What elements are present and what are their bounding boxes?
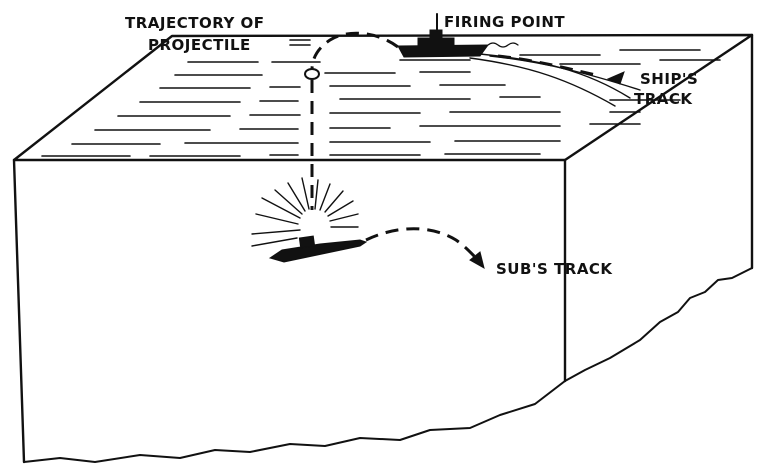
subs-track-arrow: [469, 251, 485, 270]
explosion-burst: [251, 177, 359, 247]
submarine-conning-tower: [298, 235, 316, 249]
water-line: [41, 153, 541, 157]
ships-track: [497, 54, 625, 85]
subs-track-dashes: [365, 227, 478, 260]
water-line: [399, 49, 701, 61]
projectile-trajectory: [304, 31, 399, 210]
water-line: [559, 59, 721, 65]
label-subs-track: SUB'S TRACK: [496, 260, 613, 278]
label-ships-track-line1: SHIP'S: [640, 70, 698, 88]
ships-track-arrow: [606, 71, 625, 85]
ocean-block: [12, 33, 754, 464]
water-line: [609, 99, 681, 113]
water-surface-lines: [41, 49, 721, 157]
water-line: [71, 140, 561, 145]
label-ships-track-line2: TRACK: [634, 90, 693, 108]
splash-ring: [304, 68, 320, 80]
block-bottom-edge: [23, 267, 753, 463]
submarine: [268, 235, 368, 263]
subs-track: [365, 227, 485, 270]
submarine-hull: [268, 239, 368, 263]
ship-hull: [397, 44, 489, 58]
water-line: [174, 71, 471, 76]
block-front-face: [12, 158, 567, 464]
trajectory-arc: [310, 31, 399, 71]
water-line: [117, 111, 561, 117]
water-line: [94, 123, 641, 131]
ships-track-dashes: [497, 54, 601, 78]
water-line: [139, 96, 541, 103]
label-trajectory-line2: PROJECTILE: [148, 36, 251, 54]
surface-ship: [397, 13, 519, 58]
label-firing-point: FIRING POINT: [444, 13, 565, 31]
label-leaders: [289, 13, 438, 46]
water-line: [159, 84, 506, 89]
label-trajectory-line1: TRAJECTORY OF: [125, 14, 265, 32]
